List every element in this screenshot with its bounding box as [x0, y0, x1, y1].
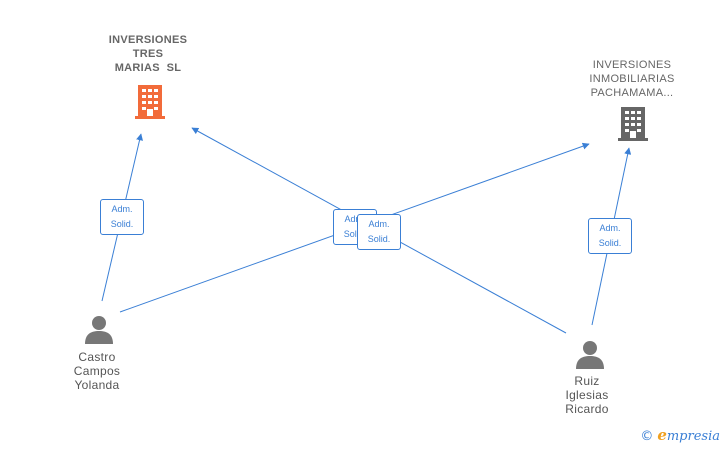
- person-label-line: Yolanda: [74, 378, 120, 392]
- person-label-line: Iglesias: [565, 388, 609, 402]
- company-label-line: TRES: [132, 48, 164, 60]
- edge-role-badge[interactable]: Adm. Solid.: [100, 199, 144, 235]
- person-icon[interactable]: [575, 339, 605, 369]
- copyright-symbol: ©: [640, 429, 654, 444]
- person-label-ruiz[interactable]: Ruiz Iglesias Ricardo: [547, 374, 627, 416]
- badge-line: Adm.: [599, 223, 621, 233]
- company-label-line: PACHAMAMA...: [590, 87, 674, 99]
- person-label-line: Ruiz: [574, 374, 600, 388]
- empresia-logo: ©empresia: [640, 426, 720, 444]
- company-label-line: INMOBILIARIAS: [589, 73, 675, 85]
- brand-initial: e: [657, 426, 667, 444]
- company-label-pachamama[interactable]: INVERSIONES INMOBILIARIAS PACHAMAMA...: [572, 58, 692, 100]
- person-icon[interactable]: [84, 314, 114, 344]
- badge-line: Solid.: [598, 238, 622, 248]
- badge-line: Adm.: [111, 204, 133, 214]
- company-label-tres-marias[interactable]: INVERSIONES TRES MARIAS SL: [88, 33, 208, 75]
- person-label-castro[interactable]: Castro Campos Yolanda: [57, 350, 137, 392]
- building-icon[interactable]: [617, 106, 649, 142]
- badge-line: Adm.: [344, 214, 366, 224]
- company-label-line: INVERSIONES: [108, 34, 188, 46]
- brand-name: mpresia: [666, 429, 720, 444]
- badge-line: Solid.: [367, 234, 391, 244]
- company-label-line: INVERSIONES: [592, 59, 672, 71]
- person-label-line: Castro: [78, 350, 116, 364]
- building-icon[interactable]: [134, 84, 166, 120]
- company-label-line: MARIAS SL: [114, 62, 182, 74]
- badge-line: Solid.: [343, 229, 367, 239]
- edge-role-badge[interactable]: Adm. Solid.: [357, 214, 401, 250]
- badge-line: Solid.: [110, 219, 134, 229]
- badge-line: Adm.: [368, 219, 390, 229]
- edge-role-badge[interactable]: Adm. Solid.: [588, 218, 632, 254]
- person-label-line: Ricardo: [565, 402, 609, 416]
- person-label-line: Campos: [73, 364, 121, 378]
